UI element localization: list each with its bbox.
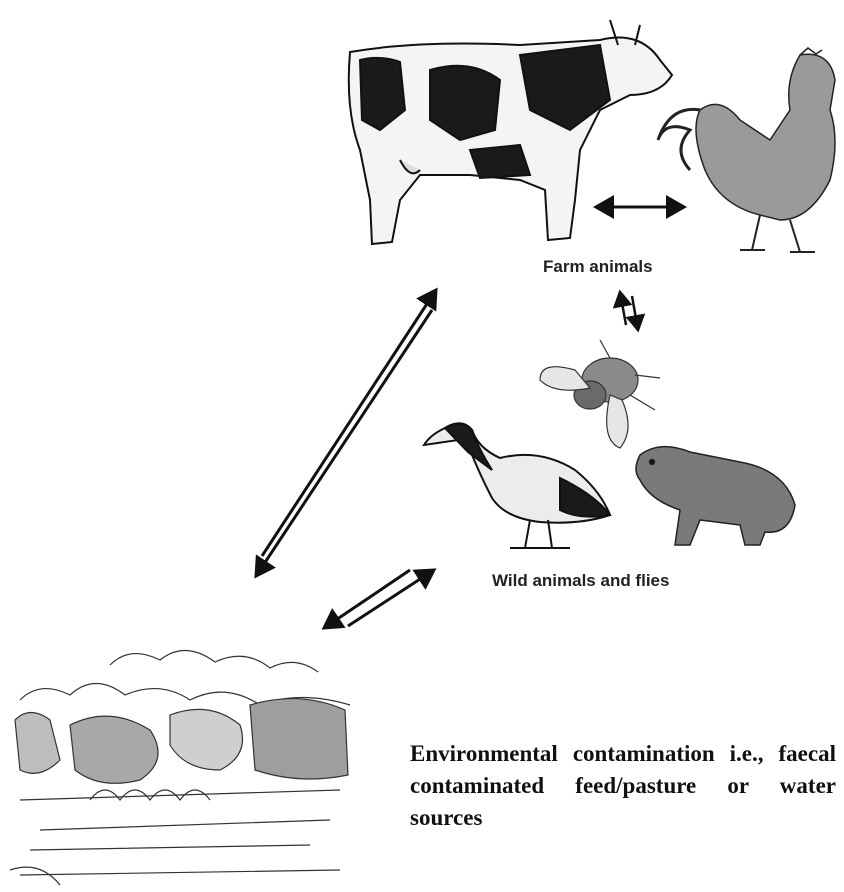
- arrow-farm-flies: [620, 292, 638, 330]
- arrow-farm-environment: [256, 290, 436, 576]
- arrow-wild-environment: [324, 570, 434, 628]
- landscape-illustration: [10, 650, 350, 885]
- fly-illustration: [540, 340, 660, 448]
- rodent-illustration: [636, 447, 795, 545]
- rooster-illustration: [658, 48, 835, 252]
- cow-illustration: [349, 20, 672, 244]
- farm-animals-label: Farm animals: [543, 257, 653, 277]
- wild-animals-label: Wild animals and flies: [492, 571, 669, 591]
- duck-illustration: [424, 423, 610, 548]
- environment-label: Environmental contamination i.e., faecal…: [410, 738, 836, 834]
